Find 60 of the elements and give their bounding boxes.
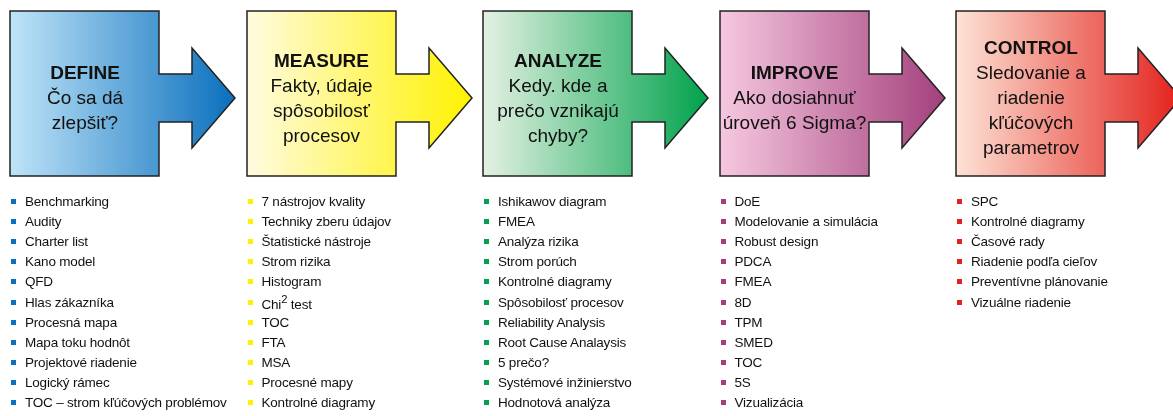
list-item: Kontrolné diagramy: [971, 213, 1085, 229]
list-item: Root Cause Analaysis: [498, 334, 627, 350]
list-item: 7 nástrojov kvality: [261, 193, 365, 209]
list-item: Kontrolné diagramy: [261, 395, 375, 411]
phase-question: Ako dosiahnuť úroveň 6 Sigma?: [722, 86, 867, 135]
phase-heading: ANALYZE: [514, 48, 602, 73]
list-item: Modelovanie a simulácia: [734, 213, 878, 229]
list-item: Vizualizácia: [734, 395, 804, 411]
list-item: Ishikawov diagram: [498, 193, 607, 209]
list-item: QFD: [25, 274, 53, 290]
phase-heading: MEASURE: [274, 48, 369, 73]
list-item: Benchmarking: [25, 193, 109, 209]
list-item: DoE: [734, 193, 761, 209]
list-item: Logický rámec: [25, 375, 110, 391]
list-item: Kontrolné diagramy: [498, 274, 612, 290]
list-item: Histogram: [261, 274, 322, 290]
list-item: Hlas zákazníka: [25, 294, 114, 310]
list-item: 5S: [734, 375, 751, 391]
list-item: PDCA: [734, 254, 772, 270]
list-item: Mapa toku hodnôt: [25, 334, 130, 350]
list-item: Robust design: [734, 233, 819, 249]
list-item: Charter list: [25, 233, 88, 249]
list-item: Audity: [25, 213, 62, 229]
phase-question: Sledovanie a riadenie kľúčových parametrov: [975, 61, 1087, 160]
phase-question: Kedy. kde a prečo vznikajú chyby?: [496, 73, 620, 148]
list-item: Štatistické nástroje: [261, 233, 371, 249]
list-item: FMEA: [498, 213, 535, 229]
phase-heading: CONTROL: [984, 36, 1078, 60]
list-item: MSA: [261, 355, 291, 371]
list-item: Vizuálne riadenie: [971, 294, 1071, 310]
list-item: 8D: [734, 294, 752, 310]
list-item: 5 prečo?: [498, 355, 549, 371]
list-item: Riadenie podľa cieľov: [971, 254, 1097, 270]
list-item: Hodnotová analýza: [498, 395, 611, 411]
list-item: Procesná mapa: [25, 314, 117, 330]
phase-heading: DEFINE: [50, 61, 120, 85]
list-item: Časové rady: [971, 233, 1045, 249]
phase-heading: IMPROVE: [750, 61, 839, 85]
list-item: Spôsobilosť procesov: [498, 294, 624, 310]
list-item: TOC: [261, 314, 290, 330]
list-item: FTA: [261, 334, 286, 350]
list-item: Kano model: [25, 254, 96, 270]
list-item: SPC: [971, 193, 999, 209]
list-item: TOC: [734, 355, 763, 371]
phase-question: Čo sa dá zlepšiť?: [45, 86, 124, 135]
list-item: Systémové inžinierstvo: [498, 375, 632, 391]
list-item: Chi$^{2}$ test: [261, 292, 312, 312]
list-item: FMEA: [734, 274, 772, 290]
list-item: Strom porúch: [498, 254, 577, 270]
list-item: TOC – strom kľúčových problémov: [25, 395, 227, 411]
list-item: TPM: [734, 314, 763, 330]
list-item: Projektové riadenie: [25, 355, 137, 371]
list-item: Reliability Analysis: [498, 314, 606, 330]
list-item: Analýza rizika: [498, 233, 579, 249]
list-item: Preventívne plánovanie: [971, 274, 1108, 290]
list-item: Strom rizika: [261, 254, 331, 270]
phase-question: Fakty, údaje spôsobilosť procesov: [269, 73, 374, 148]
list-item: Procesné mapy: [261, 375, 353, 391]
list-item: SMED: [734, 334, 773, 350]
list-item: Techniky zberu údajov: [261, 213, 391, 229]
